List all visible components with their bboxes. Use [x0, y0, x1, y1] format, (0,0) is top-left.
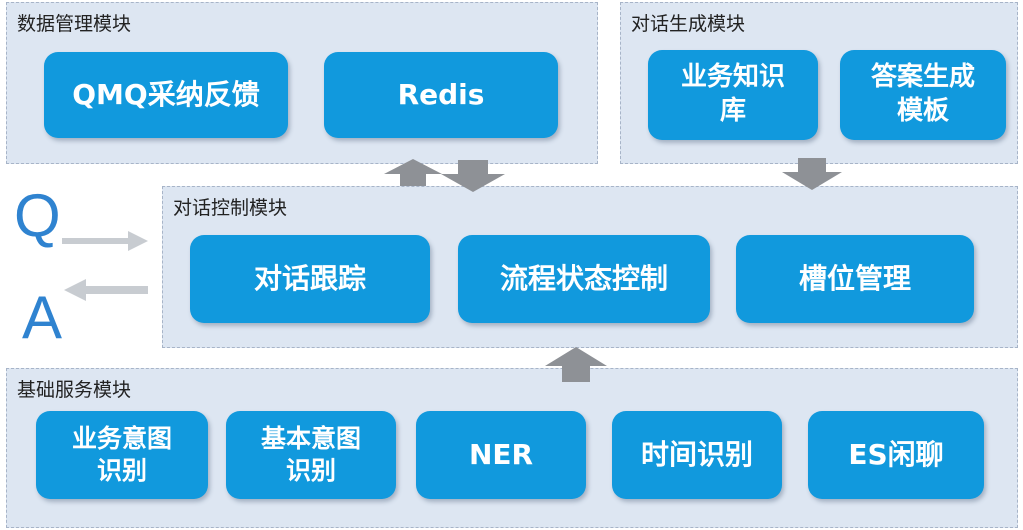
down-arrow-from-generation-icon — [782, 158, 842, 190]
basic-intent-box: 基本意图 识别 — [226, 411, 396, 499]
up-arrow-from-base-icon — [545, 347, 607, 382]
dialog-generation-title: 对话生成模块 — [631, 13, 746, 35]
flow-state-control-box: 流程状态控制 — [458, 235, 710, 323]
down-arrow-from-redis-icon — [441, 160, 505, 192]
dialog-tracking-box: 对话跟踪 — [190, 235, 430, 323]
business-intent-box: 业务意图 识别 — [36, 411, 208, 499]
time-recognition-box: 时间识别 — [612, 411, 782, 499]
dialog-control-title: 对话控制模块 — [173, 197, 288, 219]
answer-label: A — [22, 284, 63, 351]
es-chat-box: ES闲聊 — [808, 411, 984, 499]
question-label: Q — [14, 182, 61, 249]
qmq-feedback-box: QMQ采纳反馈 — [44, 52, 288, 138]
answer-template-box: 答案生成 模板 — [840, 50, 1006, 140]
ner-box: NER — [416, 411, 586, 499]
base-service-title: 基础服务模块 — [17, 379, 132, 401]
data-management-title: 数据管理模块 — [17, 13, 132, 35]
business-knowledge-box: 业务知识 库 — [648, 50, 818, 140]
slot-management-box: 槽位管理 — [736, 235, 974, 323]
question-in-arrow-icon — [62, 231, 148, 251]
redis-box: Redis — [324, 52, 558, 138]
answer-out-arrow-icon — [64, 279, 148, 301]
up-arrow-to-redis-icon — [384, 159, 442, 186]
